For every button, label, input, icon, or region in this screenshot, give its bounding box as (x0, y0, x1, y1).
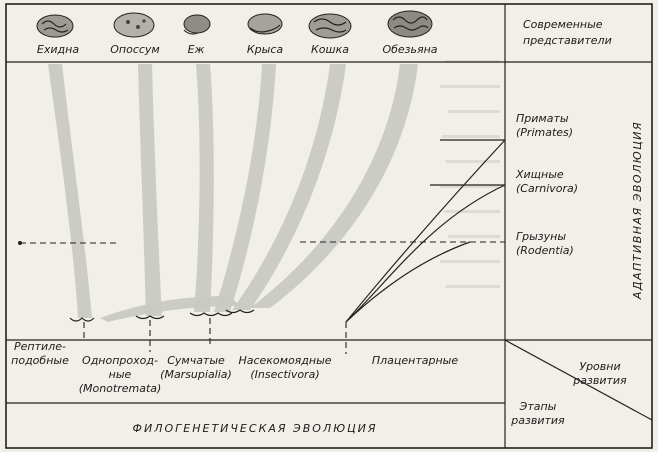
opossum-brain-icon (113, 12, 155, 38)
group-reptile-line-1: подобные (11, 354, 69, 367)
branch-carnivora-name: Хищные (515, 168, 564, 181)
group-monotremata-line-2: (Monotremata) (79, 382, 162, 395)
branch-primates-name: Приматы (516, 112, 569, 125)
echidna-brain-icon (36, 14, 74, 38)
branch-primates-latin: (Primates) (516, 126, 573, 139)
levels-line-0: Уровни (579, 360, 620, 373)
group-marsupialia-line-0: Сумчатые (167, 354, 225, 367)
branch-line-rodentia (345, 241, 471, 323)
group-insectivora-line-0: Насекомоядные (238, 354, 331, 367)
stream-hedgehog (194, 64, 214, 312)
group-placental-line-0: Плацентарные (372, 354, 458, 367)
evolution-streams (48, 64, 418, 322)
stream-rat (214, 64, 276, 312)
animal-names: Ехидна Опоссум Еж Крыса Кошка Обезьяна (37, 43, 438, 56)
header-right-line-1: представители (523, 34, 612, 47)
animal-name-5: Обезьяна (382, 43, 437, 56)
levels-line-1: развития (572, 374, 627, 387)
animal-name-0: Ехидна (37, 43, 79, 56)
stages-line-1: развития (510, 414, 565, 427)
branch-labels: Приматы (Primates) Хищные (Carnivora) Гр… (515, 112, 578, 257)
branch-rodentia-latin: (Rodentia) (516, 244, 574, 257)
group-monotremata-line-0: Однопроход- (82, 354, 158, 367)
adaptive-evolution-label: АДАПТИВНАЯ ЭВОЛЮЦИЯ (631, 121, 644, 300)
stream-echidna (48, 64, 92, 318)
animal-icons (36, 10, 433, 39)
group-brackets (69, 309, 255, 322)
group-labels: Рептиле- подобные Однопроход- ные (Monot… (11, 340, 458, 395)
levels-stages: Уровни развития Этапы развития (510, 360, 627, 427)
group-dashed-links (83, 318, 347, 354)
stream-cat (232, 64, 346, 310)
group-reptile-line-0: Рептиле- (14, 340, 66, 353)
header-right-label: Современные представители (523, 18, 612, 47)
rat-brain-icon (247, 13, 283, 35)
background-text-texture (440, 60, 500, 288)
stream-base (100, 296, 240, 322)
branch-rodentia-name: Грызуны (516, 230, 566, 243)
hedgehog-brain-icon (183, 14, 211, 35)
animal-name-1: Опоссум (110, 43, 159, 56)
animal-name-3: Крыса (247, 43, 284, 56)
phylogenetic-evolution-label: ФИЛОГЕНЕТИЧЕСКАЯ ЭВОЛЮЦИЯ (133, 422, 378, 435)
levels-stages-diagonal (504, 339, 653, 421)
diagram-frame (5, 3, 653, 449)
stream-opossum (138, 64, 162, 316)
animal-name-2: Еж (188, 43, 205, 56)
stream-monkey (250, 64, 418, 308)
branch-carnivora-latin: (Carnivora) (516, 182, 578, 195)
group-marsupialia-line-1: (Marsupialia) (160, 368, 232, 381)
cat-brain-icon (308, 13, 352, 39)
monkey-brain-icon (387, 10, 433, 38)
header-right-line-0: Современные (523, 18, 603, 31)
placental-branches (18, 139, 506, 323)
stages-line-0: Этапы (519, 400, 557, 413)
group-monotremata-line-1: ные (109, 368, 132, 381)
group-insectivora-line-1: (Insectivora) (250, 368, 319, 381)
branch-line-carnivora (345, 184, 506, 323)
animal-name-4: Кошка (311, 43, 349, 56)
